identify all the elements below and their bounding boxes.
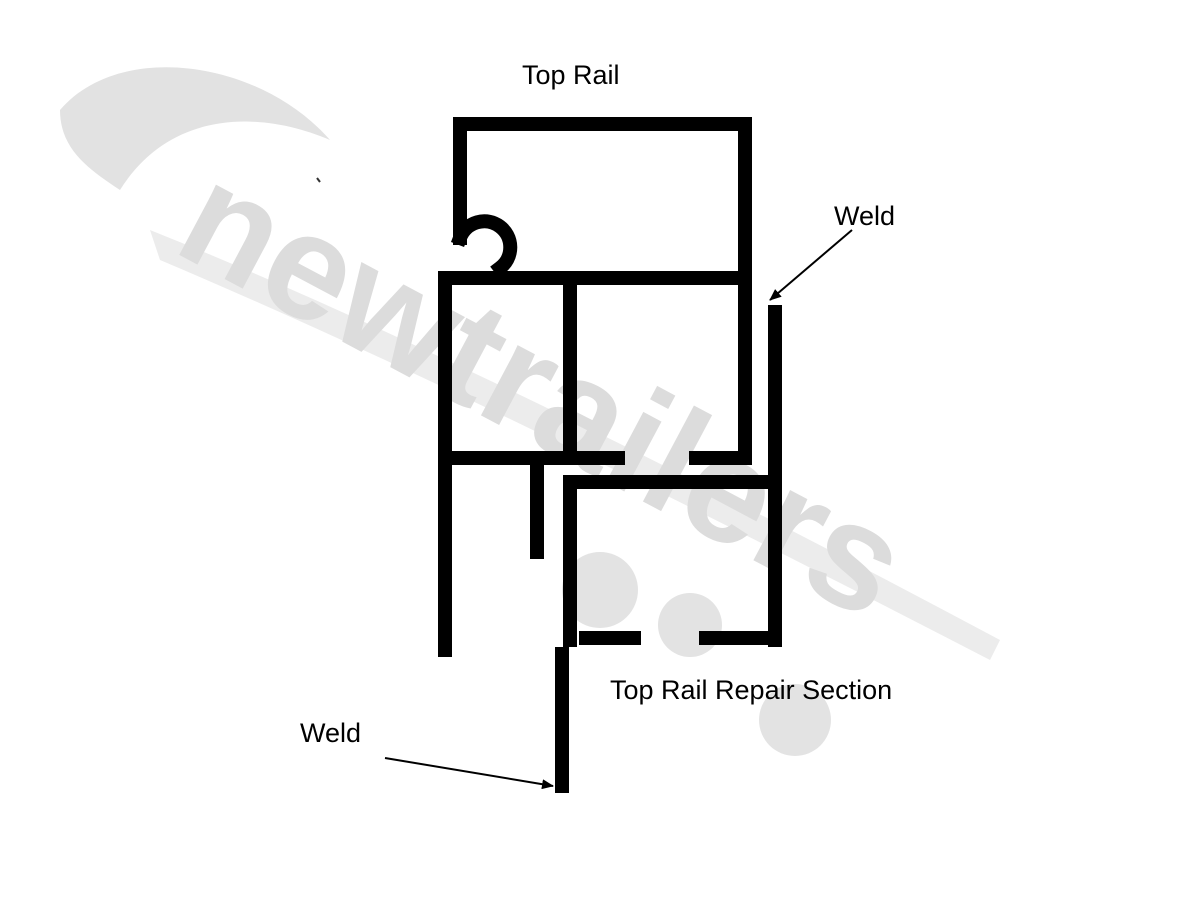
weld-arrow-left — [384, 757, 554, 790]
watermark-text: newtrailers — [155, 130, 933, 650]
watermark-logo: newtrailers — [60, 67, 1000, 756]
watermark-dot-2 — [658, 593, 722, 657]
repair-section-label: Top Rail Repair Section — [610, 675, 893, 705]
watermark-dot-3 — [759, 684, 831, 756]
weld-label-right: Weld — [834, 201, 896, 231]
top-rail-label: Top Rail — [522, 60, 620, 90]
weld-arrow-right — [769, 229, 853, 301]
top-rail-hook — [450, 214, 518, 278]
weld-label-left: Weld — [300, 718, 362, 748]
watermark-swoosh — [60, 67, 330, 190]
stray-mark — [316, 177, 321, 183]
watermark-dot-1 — [562, 552, 638, 628]
repair-section-profile — [555, 305, 782, 793]
top-rail-outer — [453, 117, 752, 245]
top-rail-profile — [438, 117, 752, 657]
